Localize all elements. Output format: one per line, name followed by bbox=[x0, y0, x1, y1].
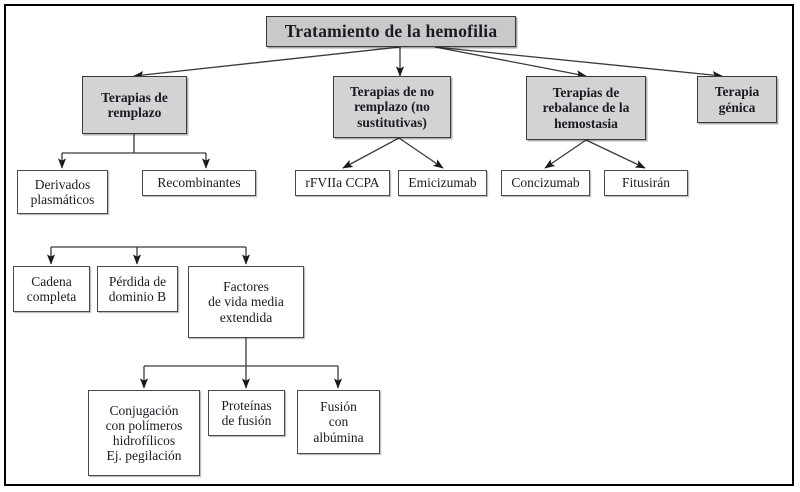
node-label: rFVIIa CCPA bbox=[305, 175, 380, 191]
node-terapias-de-no-remplazo[interactable]: Terapias de no remplazo (no sustitutivas… bbox=[333, 76, 451, 138]
node-label: Recombinantes bbox=[157, 175, 241, 191]
node-label: Concizumab bbox=[511, 175, 580, 191]
node-terapia-genica[interactable]: Terapia génica bbox=[697, 76, 777, 123]
node-concizumab[interactable]: Concizumab bbox=[501, 170, 590, 196]
node-label: Tratamiento de la hemofilia bbox=[284, 20, 498, 41]
node-terapias-de-remplazo[interactable]: Terapias de remplazo bbox=[82, 76, 187, 134]
node-rfviia-ccpa[interactable]: rFVIIa CCPA bbox=[295, 170, 390, 196]
node-factores-de-vida-media-extendida[interactable]: Factores de vida media extendida bbox=[188, 266, 304, 338]
node-label: Conjugación con polímeros hidrofílicos E… bbox=[105, 402, 183, 464]
node-label: Pérdida de dominio B bbox=[108, 273, 167, 304]
node-label: Factores de vida media extendida bbox=[208, 279, 284, 325]
node-root-tratamiento-de-la-hemofilia[interactable]: Tratamiento de la hemofilia bbox=[266, 16, 516, 47]
node-label: Fusión con albúmina bbox=[313, 399, 364, 445]
node-label: Terapia génica bbox=[714, 84, 760, 115]
node-perdida-de-dominio-b[interactable]: Pérdida de dominio B bbox=[97, 266, 178, 312]
diagram-frame-border bbox=[4, 4, 794, 486]
node-label: Terapias de no remplazo (no sustitutivas… bbox=[349, 84, 435, 130]
node-emicizumab[interactable]: Emicizumab bbox=[398, 170, 487, 196]
node-terapias-de-rebalance-hemostasia[interactable]: Terapias de rebalance de la hemostasia bbox=[526, 76, 646, 140]
node-label: Proteínas de fusión bbox=[221, 397, 272, 428]
node-derivados-plasmaticos[interactable]: Derivados plasmáticos bbox=[17, 170, 108, 214]
node-cadena-completa[interactable]: Cadena completa bbox=[13, 266, 90, 312]
node-label: Terapias de rebalance de la hemostasia bbox=[542, 85, 630, 131]
node-label: Cadena completa bbox=[26, 273, 77, 304]
node-fusion-con-albumina[interactable]: Fusión con albúmina bbox=[297, 390, 380, 454]
node-conjugacion-con-polimeros-hidrofilicos[interactable]: Conjugación con polímeros hidrofílicos E… bbox=[88, 390, 200, 476]
node-label: Terapias de remplazo bbox=[101, 89, 168, 120]
node-proteinas-de-fusion[interactable]: Proteínas de fusión bbox=[208, 390, 285, 436]
node-recombinantes[interactable]: Recombinantes bbox=[142, 170, 256, 196]
node-label: Derivados plasmáticos bbox=[30, 176, 95, 207]
node-label: Emicizumab bbox=[408, 175, 477, 191]
node-label: Fitusirán bbox=[621, 175, 670, 191]
node-fitusiran[interactable]: Fitusirán bbox=[604, 170, 688, 196]
